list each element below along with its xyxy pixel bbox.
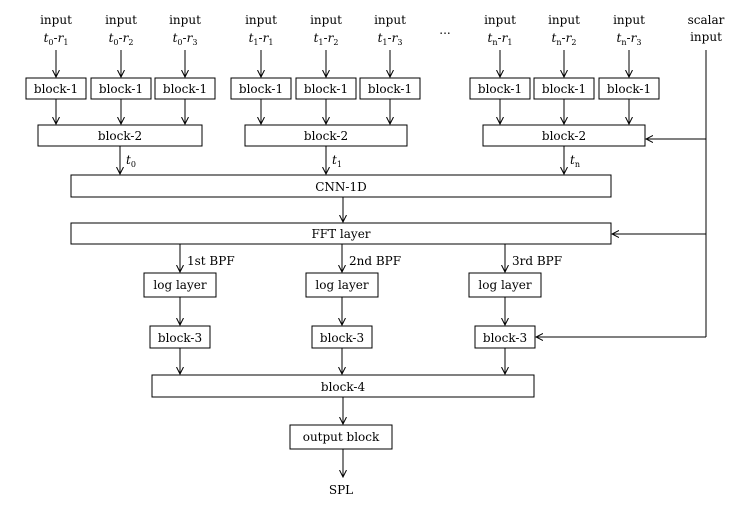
block-1-label: block-1 <box>478 82 522 96</box>
block-1-label: block-1 <box>607 82 651 96</box>
scalar-input-label: scalar input <box>688 13 725 44</box>
block-4-label: block-4 <box>321 380 366 394</box>
block-2-row: block-2 block-2 block-2 <box>37 124 646 147</box>
fft-layer-label: FFT layer <box>311 227 370 241</box>
input-label-word: input <box>613 13 645 27</box>
block-1-label: block-1 <box>99 82 143 96</box>
block-1-label: block-1 <box>368 82 412 96</box>
ellipsis: ... <box>439 23 450 37</box>
bpf-label-1st: 1st BPF <box>187 254 235 268</box>
fft-to-log-arrows: 1st BPF 2nd BPF 3rd BPF <box>180 244 562 272</box>
time-label-tn: tn <box>570 153 580 169</box>
block-1-label: block-1 <box>239 82 283 96</box>
input-label-word: input <box>105 13 137 27</box>
block-2-label: block-2 <box>542 129 586 143</box>
input-label-symbol: t0-r3 <box>173 31 198 47</box>
cnn-1d-label: CNN-1D <box>315 180 367 194</box>
log-to-block-3-arrows <box>180 297 505 325</box>
input-label-symbol: t0-r2 <box>109 31 134 47</box>
log-layer-label: log layer <box>153 278 206 292</box>
input-group-t1: input t1-r1 input t1-r2 input t1-r3 <box>245 13 406 47</box>
input-label-word: input <box>484 13 516 27</box>
output-block-box <box>289 424 393 450</box>
time-label-t0: t0 <box>126 153 136 169</box>
block-3-row: block-3 block-3 block-3 <box>149 325 536 349</box>
input-label-word: input <box>40 13 72 27</box>
bpf-label-2nd: 2nd BPF <box>349 254 401 268</box>
block-3-to-block-4-arrows <box>180 348 505 374</box>
log-layer-box <box>468 272 542 298</box>
spl-label: SPL <box>329 483 353 497</box>
log-layer-label: log layer <box>478 278 531 292</box>
input-label-symbol: t1-r3 <box>378 31 403 47</box>
block-1-label: block-1 <box>304 82 348 96</box>
block-2-label: block-2 <box>304 129 348 143</box>
time-label-t1: t1 <box>332 153 342 169</box>
input-label-symbol: t1-r2 <box>314 31 339 47</box>
cnn-1d-box <box>70 174 612 198</box>
bpf-label-3rd: 3rd BPF <box>512 254 562 268</box>
input-label-symbol: tn-r3 <box>617 31 642 47</box>
input-label-symbol: tn-r2 <box>552 31 577 47</box>
block-1-label: block-1 <box>163 82 207 96</box>
output-block-label: output block <box>303 430 380 444</box>
input-label-word: input <box>548 13 580 27</box>
input-arrows <box>56 50 629 77</box>
svg-text:scalar: scalar <box>688 13 725 27</box>
input-label-symbol: tn-r1 <box>488 31 513 47</box>
input-label-symbol: t0-r1 <box>44 31 69 47</box>
scalar-input-connections <box>536 50 707 337</box>
input-label-word: input <box>310 13 342 27</box>
input-label-symbol: t1-r1 <box>249 31 274 47</box>
block-1-to-block-2-arrows <box>56 99 629 124</box>
input-label-word: input <box>169 13 201 27</box>
block-3-label: block-3 <box>158 331 202 345</box>
input-group-tn: input tn-r1 input tn-r2 input tn-r3 <box>484 13 645 47</box>
input-label-word: input <box>245 13 277 27</box>
block-3-label: block-3 <box>320 331 364 345</box>
log-layer-row: log layer log layer log layer <box>143 272 542 298</box>
block-1-label: block-1 <box>34 82 78 96</box>
input-group-t0: input t0-r1 input t0-r2 input t0-r3 <box>40 13 201 47</box>
log-layer-box <box>305 272 379 298</box>
block-3-label: block-3 <box>483 331 527 345</box>
block-1-label: block-1 <box>542 82 586 96</box>
block-2-label: block-2 <box>98 129 142 143</box>
svg-text:input: input <box>690 30 722 44</box>
input-label-word: input <box>374 13 406 27</box>
log-layer-label: log layer <box>315 278 368 292</box>
block-1-row: block-1 block-1 block-1 block-1 block-1 … <box>25 77 660 100</box>
block-2-to-cnn-arrows: t0 t1 tn <box>120 146 580 174</box>
